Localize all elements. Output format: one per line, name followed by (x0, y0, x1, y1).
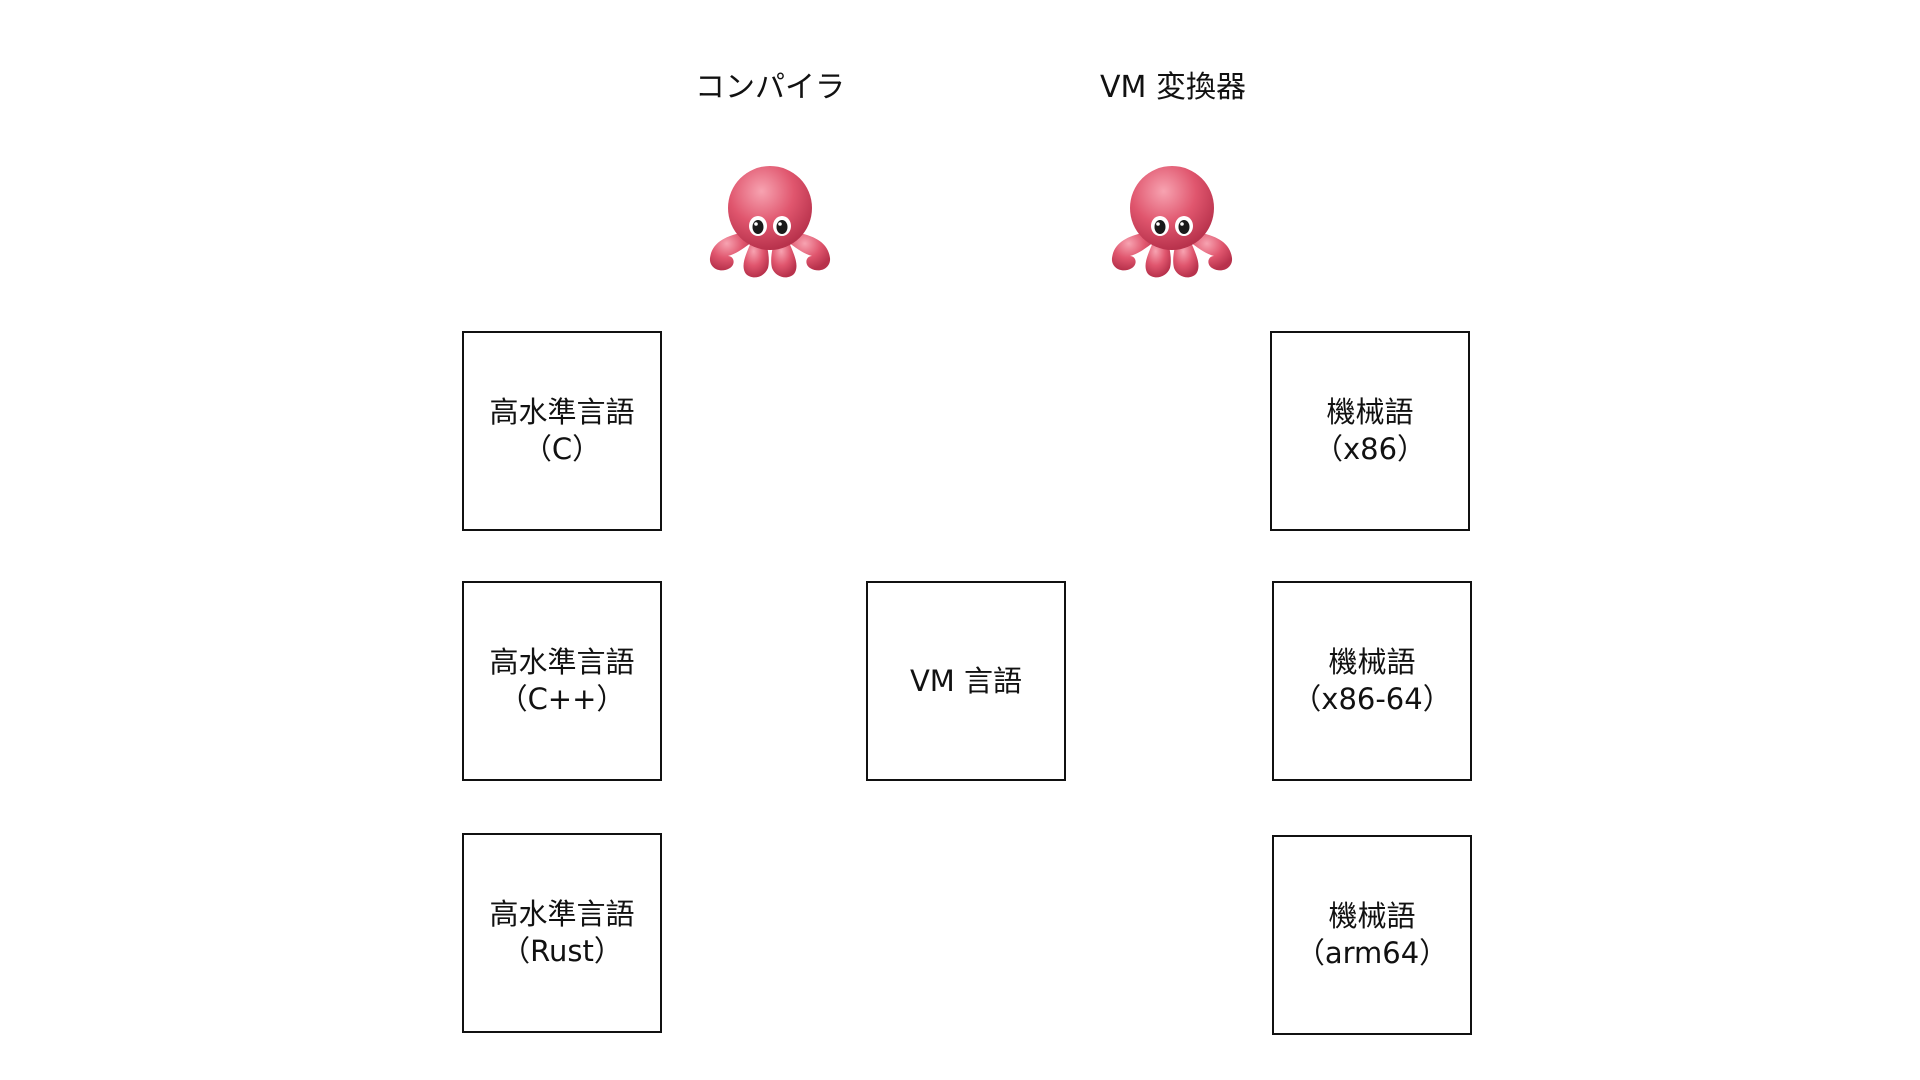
box-subtitle: （Rust） (501, 934, 623, 968)
box-title: 高水準言語 (489, 645, 635, 679)
high-level-language-box-c: 高水準言語 （C） (462, 331, 662, 531)
box-title: 機械語 (1328, 899, 1416, 933)
box-subtitle: （x86-64） (1292, 682, 1452, 716)
vm-translator-heading: VM 変換器 (1100, 70, 1246, 105)
box-subtitle: （arm64） (1295, 936, 1449, 970)
machine-language-box-arm64: 機械語 （arm64） (1272, 835, 1472, 1035)
box-subtitle: （C） (522, 432, 602, 466)
machine-language-box-x86-64: 機械語 （x86-64） (1272, 581, 1472, 781)
machine-language-box-x86: 機械語 （x86） (1270, 331, 1470, 531)
octopus-icon (1108, 162, 1236, 280)
octopus-icon (706, 162, 834, 280)
box-title: 高水準言語 (489, 395, 635, 429)
box-title: VM 言語 (909, 663, 1023, 698)
vm-language-box: VM 言語 (866, 581, 1066, 781)
high-level-language-box-cpp: 高水準言語 （C++） (462, 581, 662, 781)
box-title: 高水準言語 (489, 897, 635, 931)
box-title: 機械語 (1326, 395, 1414, 429)
high-level-language-box-rust: 高水準言語 （Rust） (462, 833, 662, 1033)
box-title: 機械語 (1328, 645, 1416, 679)
box-subtitle: （x86） (1313, 432, 1427, 466)
compiler-heading: コンパイラ (695, 70, 845, 105)
box-subtitle: （C++） (498, 682, 626, 716)
